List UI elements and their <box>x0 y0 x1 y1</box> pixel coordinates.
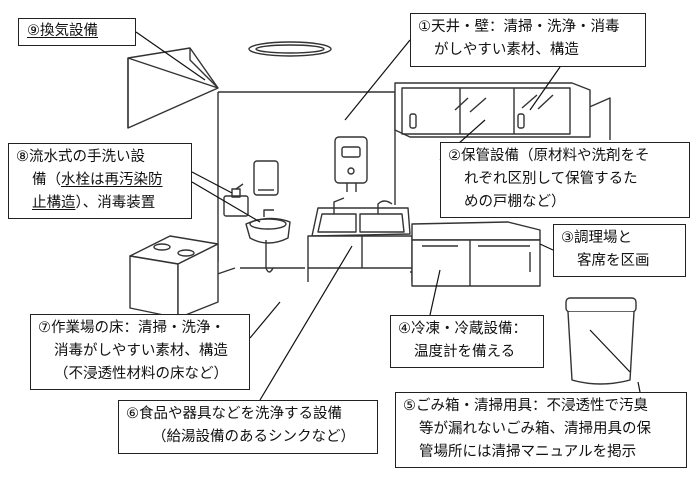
label-storage-line1: ②保管設備（原材料や洗剤をそ <box>448 148 650 164</box>
paper-towel-dispenser-icon <box>253 160 279 196</box>
ceiling-light-icon <box>248 41 332 57</box>
trash-bin-icon <box>565 297 637 385</box>
label-hand-wash-line1: ⑧流水式の手洗い設 <box>16 149 145 165</box>
label-washing-equipment-line2: （給湯設備のあるシンクなど） <box>152 429 355 445</box>
label-ceiling-walls: ①天井・壁：清掃・洗浄・消毒 がしやすい素材、構造 <box>410 13 646 67</box>
label-hand-wash-line2-underline: 水栓は再汚染防 <box>61 172 163 188</box>
label-hand-wash-line2-pre: 備（ <box>32 172 61 188</box>
label-floor-line3: （不浸透性材料の床など） <box>54 366 228 382</box>
label-floor-line1: ⑦作業場の床：清掃・洗浄・ <box>38 320 225 336</box>
label-floor: ⑦作業場の床：清掃・洗浄・ 消毒がしやすい素材、構造 （不浸透性材料の床など） <box>30 314 250 390</box>
label-storage-line2: れぞれ区別して保管するた <box>464 171 638 187</box>
label-refrigeration-line1: ④冷凍・冷蔵設備： <box>398 321 527 337</box>
refrigerator-icon <box>411 221 541 287</box>
label-hand-wash: ⑧流水式の手洗い設 備（水栓は再汚染防 止構造）、消毒装置 <box>8 143 192 219</box>
label-floor-line2: 消毒がしやすい素材、構造 <box>54 343 228 359</box>
label-storage-line3: めの戸棚など） <box>464 194 566 210</box>
label-ventilation: ⑨換気設備 <box>18 18 136 46</box>
label-partition-line2: 客席を区画 <box>577 253 650 269</box>
wall-cabinet-icon <box>394 82 591 138</box>
label-refrigeration: ④冷凍・冷蔵設備： 温度計を備える <box>390 315 544 368</box>
label-washing-equipment-line1: ⑥食品や器具などを洗浄する設備 <box>126 406 342 422</box>
label-hand-wash-line2: 備（水栓は再汚染防 <box>16 169 184 192</box>
label-trash-line2: 等が漏れないごみ箱、清掃用具の保 <box>419 421 651 437</box>
label-trash: ⑤ごみ箱・清掃用具：不浸透性で汚臭 等が漏れないごみ箱、清掃用具の保 管場所には… <box>395 392 687 468</box>
leader-lines <box>135 31 641 401</box>
disinfectant-bottle-icon <box>223 183 249 217</box>
washing-sink-icon <box>307 197 413 282</box>
hand-wash-sink-icon <box>245 209 291 273</box>
label-hand-wash-line3-post: ）、消毒装置 <box>75 195 156 211</box>
label-partition-line1: ③調理場と <box>561 230 632 246</box>
label-ventilation-text: ⑨換気設備 <box>27 23 98 39</box>
label-ceiling-walls-line1: ①天井・壁：清掃・洗浄・消毒 <box>418 19 620 35</box>
stove-icon <box>129 235 219 319</box>
label-ceiling-walls-line2: がしやすい素材、構造 <box>434 42 579 58</box>
label-refrigeration-line2: 温度計を備える <box>414 344 516 360</box>
water-heater-icon <box>334 136 368 192</box>
label-washing-equipment: ⑥食品や器具などを洗浄する設備 （給湯設備のあるシンクなど） <box>118 400 378 454</box>
label-storage: ②保管設備（原材料や洗剤をそ れぞれ区別して保管するた めの戸棚など） <box>440 142 690 218</box>
label-trash-line3: 管場所には清掃マニュアルを掲示 <box>419 444 637 460</box>
label-partition: ③調理場と 客席を区画 <box>553 224 686 277</box>
label-hand-wash-line3-underline: 止構造 <box>32 195 76 211</box>
ventilation-hood-icon <box>127 47 219 129</box>
label-trash-line1: ⑤ごみ箱・清掃用具：不浸透性で汚臭 <box>403 398 648 414</box>
label-hand-wash-line3: 止構造）、消毒装置 <box>16 192 184 215</box>
